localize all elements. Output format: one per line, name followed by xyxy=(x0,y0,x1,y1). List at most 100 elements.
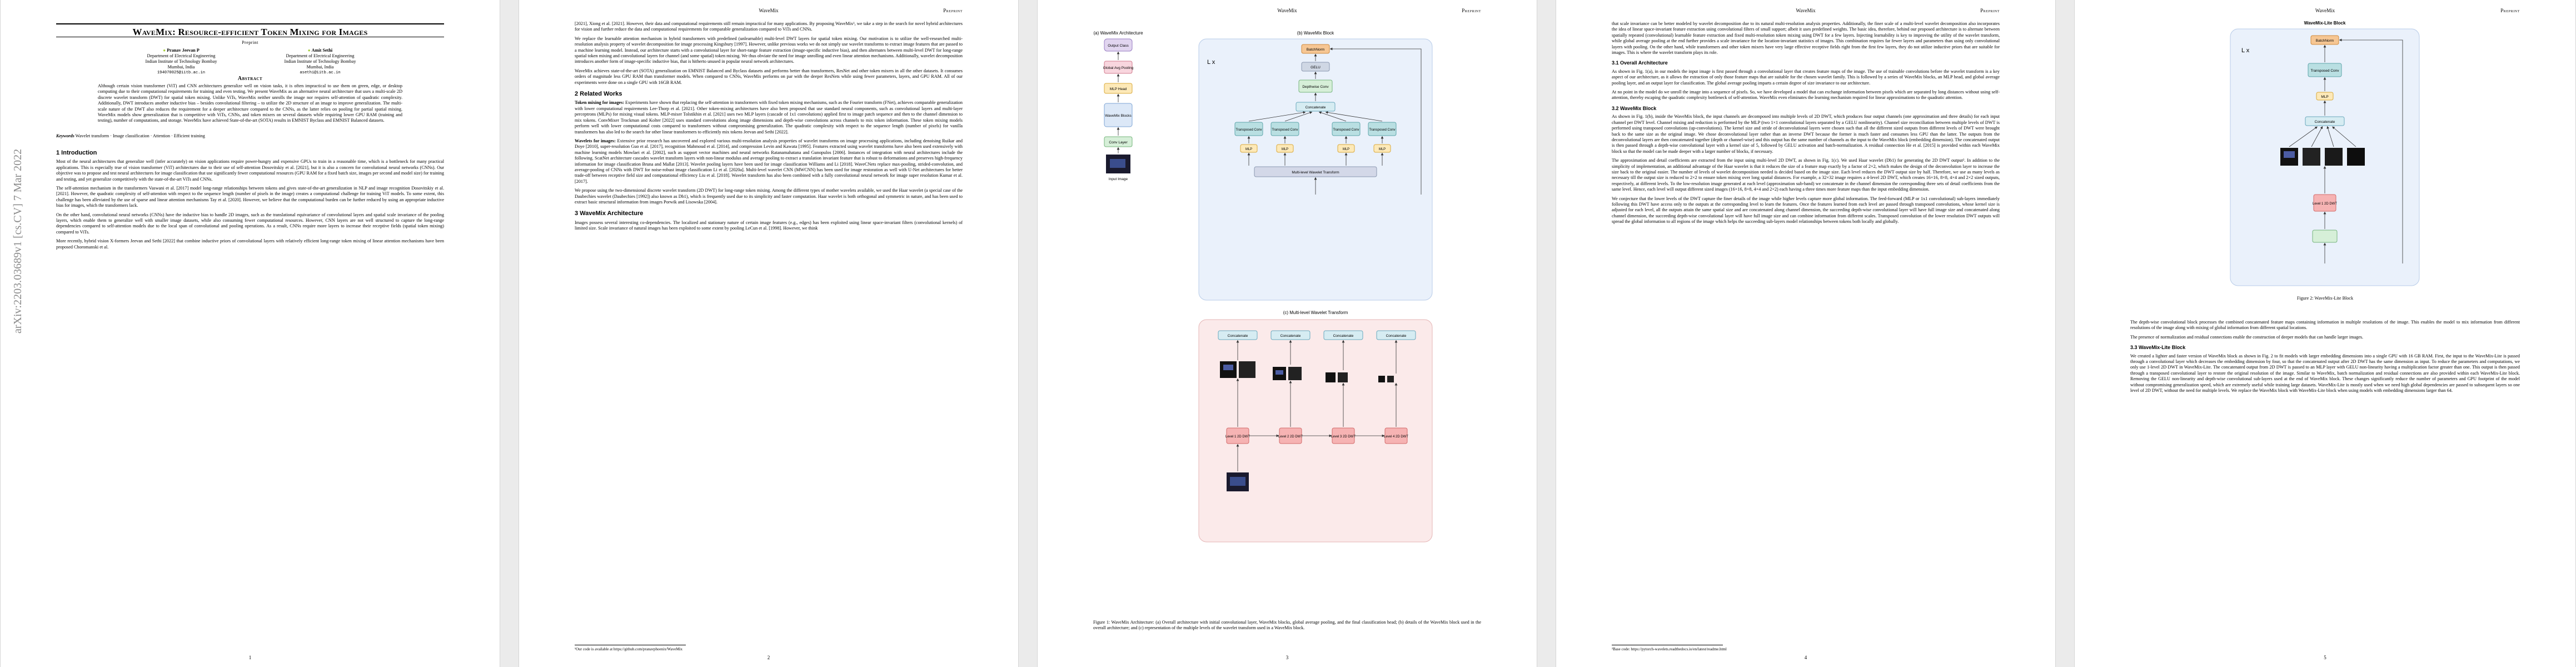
paragraph: Most of the neural architectures that ge… xyxy=(56,159,444,182)
svg-text:MLP: MLP xyxy=(1282,148,1288,151)
mlp-head-label: MLP Head xyxy=(1110,87,1127,91)
svg-text:Concatenate: Concatenate xyxy=(2315,120,2335,124)
svg-text:Concatenate: Concatenate xyxy=(1333,334,1354,338)
title-rule-top xyxy=(56,23,444,24)
svg-text:Transposed Conv: Transposed Conv xyxy=(1235,128,1262,132)
paragraph: As shown in Fig. 1(b), inside the WaveMi… xyxy=(1612,114,2000,154)
fig2-title: WaveMix-Lite Block xyxy=(2304,21,2346,26)
svg-text:Transposed Conv: Transposed Conv xyxy=(1333,128,1359,132)
output-class-box xyxy=(1104,38,1133,52)
keywords: Keywords Wavelet transform · Image class… xyxy=(56,133,205,138)
page-number: 1 xyxy=(248,655,252,660)
paragraph: More recently, hybrid vision X-formers J… xyxy=(56,238,444,250)
transposed-conv-row: Transposed Conv Transposed Conv Transpos… xyxy=(1234,122,1397,136)
input-image-label: Input Image xyxy=(1109,177,1128,181)
page-1: arXiv:2203.03689v1 [cs.CV] 7 Mar 2022 Wa… xyxy=(0,0,500,667)
conv-layer-label: Conv Layer xyxy=(1109,141,1128,145)
svg-text:Transposed Conv: Transposed Conv xyxy=(2310,69,2339,73)
page-number: 5 xyxy=(2324,655,2326,660)
paragraph: We created a lighter and faster version … xyxy=(2130,353,2520,394)
arxiv-stamp: arXiv:2203.03689v1 [cs.CV] 7 Mar 2022 xyxy=(12,148,24,334)
svg-text:Level 1 2D DWT: Level 1 2D DWT xyxy=(2313,202,2337,206)
dwt-outputs xyxy=(2280,148,2365,166)
paragraph: Token mixing for images: Experiments hav… xyxy=(575,100,963,135)
figure-2-caption: Figure 2: WaveMix-Lite Block xyxy=(2296,296,2354,301)
input-image-thumb-detail xyxy=(1110,159,1125,168)
concatenate-box xyxy=(1296,102,1336,112)
author-2-email[interactable]: asethi@iitb.ac.in xyxy=(300,71,341,75)
lx-label: L x xyxy=(1207,59,1215,66)
wavemix-blocks-label: WaveMix Blocks xyxy=(1105,114,1132,118)
page-5-body: The depth-wise convolutional block proce… xyxy=(2130,320,2520,397)
batchnorm-box xyxy=(2310,35,2339,45)
orcid-icon[interactable]: ● xyxy=(163,48,166,53)
paragraph: WaveMix achieves state-of-the-art (SOTA)… xyxy=(575,68,963,85)
footnote[interactable]: ¹Our code is available at https://github… xyxy=(575,647,682,651)
concat-row-c: Concatenate Concatenate Concatenate Conc… xyxy=(1218,330,1416,340)
fig1-label-a: (a) WaveMix Architecture xyxy=(1093,31,1143,36)
svg-text:MLP: MLP xyxy=(1379,148,1386,151)
paragraph: We conjecture that the lower levels of t… xyxy=(1612,196,2000,225)
intro-section: 1 Introduction Most of the neural archit… xyxy=(56,145,444,253)
paragraph: The presence of normalization and residu… xyxy=(2130,334,2364,340)
paragraph: We replace the learnable attention mecha… xyxy=(575,36,963,64)
author-1-email[interactable]: 194070025@iitb.ac.in xyxy=(157,71,206,75)
paragraph: The depth-wise convolutional block proce… xyxy=(2130,320,2520,331)
subsection-heading: 3.2 WaveMix Block xyxy=(1612,105,1657,111)
batchnorm-label: BatchNorm xyxy=(1307,48,1325,52)
fig1c-arrows xyxy=(1236,340,1398,471)
subsection-heading: 3.3 WaveMix-Lite Block xyxy=(2130,345,2186,351)
paragraph: that scale invariance can be better mode… xyxy=(1612,21,2000,56)
conv-layer-box xyxy=(1104,136,1133,147)
transposed-box xyxy=(2308,63,2342,77)
lx-label: L x xyxy=(2241,47,2250,54)
paragraph: We propose using the two-dimensional dis… xyxy=(575,188,963,205)
global-pool-box xyxy=(1104,61,1133,74)
section-heading: 2 Related Works xyxy=(575,91,622,98)
multilevel-label: Multi-level Wavelet Transform xyxy=(1292,171,1339,175)
page-2-body: [2021], Xiong et al. [2021]. However, th… xyxy=(575,21,963,235)
svg-text:Transposed Conv: Transposed Conv xyxy=(1272,128,1298,132)
svg-text:Concatenate: Concatenate xyxy=(1280,334,1301,338)
page-number: 4 xyxy=(1804,655,1807,660)
page-number: 2 xyxy=(767,655,770,660)
section-heading: 3 WaveMix Architecture xyxy=(575,210,644,217)
svg-text:BatchNorm: BatchNorm xyxy=(2316,39,2334,43)
figure-1-diagram: (a) WaveMix Architecture Output Class Gl… xyxy=(1093,31,1433,542)
concatenate-box xyxy=(2305,116,2345,126)
paragraph: On the other hand, convolutional neural … xyxy=(56,212,444,235)
fig2-arrows xyxy=(2289,44,2356,263)
wavemix-blocks-box xyxy=(1104,103,1133,127)
page-number: 3 xyxy=(1285,655,1289,660)
depthwise-label: Depthwise Conv xyxy=(1302,85,1329,89)
paragraph: The approximation and detail coefficient… xyxy=(1612,158,2000,192)
residual-arrow xyxy=(2339,38,2403,263)
input-thumbs-c xyxy=(1227,472,1249,491)
orcid-icon[interactable]: ● xyxy=(307,48,311,53)
mlp-row: MLP MLP MLP MLP xyxy=(1240,144,1391,153)
svg-text:Level 1 2D DWT: Level 1 2D DWT xyxy=(1225,435,1250,439)
concatenate-label: Concatenate xyxy=(1306,106,1326,109)
svg-text:MLP: MLP xyxy=(1245,148,1252,151)
mlp-head-box xyxy=(1104,83,1133,94)
subsection-heading: 3.1 Overall Architecture xyxy=(1612,60,1668,66)
figure-1: (a) WaveMix Architecture Output Class Gl… xyxy=(1093,28,1482,634)
footnote-rule xyxy=(575,645,686,646)
level1-box xyxy=(2313,194,2336,212)
preprint-tag: Preprint xyxy=(242,40,258,45)
svg-text:Level 2 2D DWT: Level 2 2D DWT xyxy=(1278,435,1303,439)
figure-2-diagram: WaveMix-Lite Block L x BatchNorm Transpo… xyxy=(2230,21,2420,286)
footnote[interactable]: ²Base code: https://pytorch-wavelets.rea… xyxy=(1612,647,1727,651)
residual-arrow xyxy=(1329,47,1422,195)
paragraph: As shown in Fig. 1(a), in our models the… xyxy=(1612,68,2000,86)
gelu-label: GELU xyxy=(1311,66,1321,69)
gelu-box xyxy=(1301,62,1330,72)
fig1-label-b: (b) WaveMix Block xyxy=(1297,31,1334,36)
svg-text:MLP: MLP xyxy=(1343,148,1349,151)
svg-text:Concatenate: Concatenate xyxy=(1228,334,1248,338)
